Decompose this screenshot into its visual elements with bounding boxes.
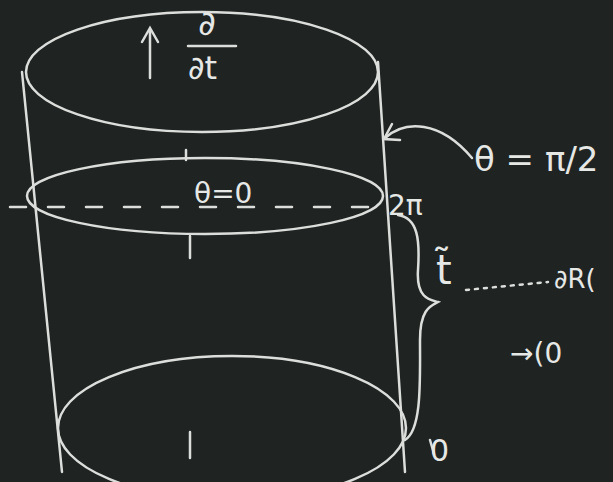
arrow-head	[384, 124, 400, 140]
up-arrow	[149, 30, 152, 78]
cylinder-side	[22, 72, 62, 472]
cut-note: →(0	[510, 340, 562, 368]
cut-note: ∂R(	[554, 266, 596, 292]
tick	[189, 432, 192, 458]
height-label: 0	[430, 436, 449, 466]
numerator: ∂	[198, 6, 216, 40]
fraction-bar	[188, 45, 236, 48]
brace	[398, 215, 438, 440]
denominator: ∂t	[188, 52, 217, 84]
pointer-arrow	[385, 126, 472, 158]
angle-label: θ=0	[194, 180, 252, 208]
angle-label: θ = π/2	[474, 142, 598, 176]
tick	[189, 236, 192, 258]
arrow-head	[142, 28, 158, 42]
tick	[185, 150, 188, 160]
middle-ellipse	[27, 158, 383, 234]
angle-label: 2π	[388, 192, 423, 220]
height-label: t̃	[436, 250, 452, 290]
bottom-ellipse	[58, 356, 406, 482]
dotted-leader	[466, 282, 548, 290]
